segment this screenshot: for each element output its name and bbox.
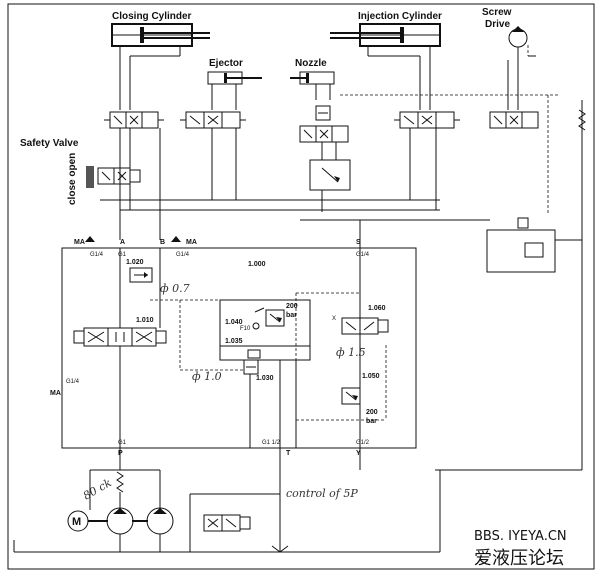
valve-1020 bbox=[129, 267, 153, 283]
electric-motor: M bbox=[67, 510, 89, 532]
outer-frame bbox=[7, 3, 595, 570]
nozzle-cylinder bbox=[290, 71, 335, 85]
code-1000: 1.000 bbox=[248, 261, 266, 268]
code-1020: 1.020 bbox=[126, 259, 144, 266]
f10-label: F10 bbox=[240, 326, 251, 332]
pump-1 bbox=[106, 507, 134, 535]
g14-c: G1/4 bbox=[356, 252, 370, 258]
injection-directional-valve bbox=[394, 111, 460, 129]
handnote-80ck: 80 ck bbox=[81, 476, 114, 503]
g12: G1/2 bbox=[356, 440, 370, 446]
handnote-phi10: ф 1.0 bbox=[192, 370, 222, 383]
nozzle-directional-valve bbox=[299, 105, 349, 143]
closing-directional-valve bbox=[104, 111, 164, 129]
safety-valve bbox=[86, 166, 141, 188]
screw-directional-valve bbox=[489, 111, 539, 129]
port-t: T bbox=[286, 450, 291, 457]
g14-b: G1/4 bbox=[176, 252, 190, 258]
handnote-phi15: ф 1.5 bbox=[336, 346, 366, 359]
port-s: S bbox=[356, 239, 361, 246]
ejector-label: Ejector bbox=[209, 58, 243, 69]
screw-drive-label-1: Screw bbox=[482, 7, 512, 18]
handnote-control: control of 5P bbox=[286, 487, 358, 500]
handnote-phi07: ф 0.7 bbox=[160, 282, 190, 295]
manifold-block bbox=[61, 247, 417, 449]
ejector-directional-valve bbox=[180, 111, 246, 129]
code-1030: 1.030 bbox=[256, 375, 274, 382]
pump-2 bbox=[146, 507, 174, 535]
port-ma-side: MA bbox=[50, 390, 61, 397]
port-ma-mid: MA bbox=[186, 239, 197, 246]
pressure-bar-a: bar bbox=[286, 312, 297, 319]
code-1035: 1.035 bbox=[225, 338, 243, 345]
nozzle-label: Nozzle bbox=[295, 58, 327, 69]
safety-valve-label: Safety Valve bbox=[20, 138, 79, 149]
g14-a: G1/4 bbox=[90, 252, 104, 258]
closing-cylinder bbox=[111, 23, 210, 47]
pressure-200-b: 200 bbox=[366, 409, 378, 416]
valve-1050 bbox=[341, 387, 361, 405]
code-1050: 1.050 bbox=[362, 373, 380, 380]
ejector-cylinder bbox=[207, 71, 262, 85]
x-port: X bbox=[332, 316, 336, 322]
block-1035 bbox=[219, 345, 311, 361]
valve-1060 bbox=[341, 317, 389, 335]
injection-cylinder bbox=[330, 23, 441, 47]
g112: G1 1/2 bbox=[262, 440, 281, 446]
svg-text:M: M bbox=[72, 516, 81, 528]
screw-drive-motor bbox=[508, 26, 536, 60]
valve-1030 bbox=[243, 359, 259, 375]
port-b: B bbox=[160, 239, 165, 246]
port-ma-left: MA bbox=[74, 239, 85, 246]
pump-unloading-valve bbox=[203, 514, 251, 532]
relief-valve-1040 bbox=[254, 307, 285, 327]
code-1040: 1.040 bbox=[225, 319, 243, 326]
g14-d: G1/4 bbox=[66, 379, 80, 385]
screw-drive-label-2: Drive bbox=[485, 19, 510, 30]
port-y: Y bbox=[356, 450, 361, 457]
pressure-200-a: 200 bbox=[286, 303, 298, 310]
watermark-line1: BBS. IYEYA.CN bbox=[474, 529, 567, 544]
g1-b: G1 bbox=[118, 440, 127, 446]
valve-1010 bbox=[73, 327, 167, 347]
pressure-bar-b: bar bbox=[366, 418, 377, 425]
accumulator-block bbox=[486, 217, 556, 273]
code-1060: 1.060 bbox=[368, 305, 386, 312]
watermark-line2: 爱液压论坛 bbox=[474, 548, 564, 569]
closing-cylinder-label: Closing Cylinder bbox=[112, 11, 192, 22]
close-open-label: close open bbox=[67, 153, 78, 205]
nozzle-pressure-valve bbox=[309, 159, 351, 191]
injection-cylinder-label: Injection Cylinder bbox=[358, 11, 442, 22]
port-a: A bbox=[120, 239, 125, 246]
g1-a: G1 bbox=[118, 252, 127, 258]
code-1010: 1.010 bbox=[136, 317, 154, 324]
